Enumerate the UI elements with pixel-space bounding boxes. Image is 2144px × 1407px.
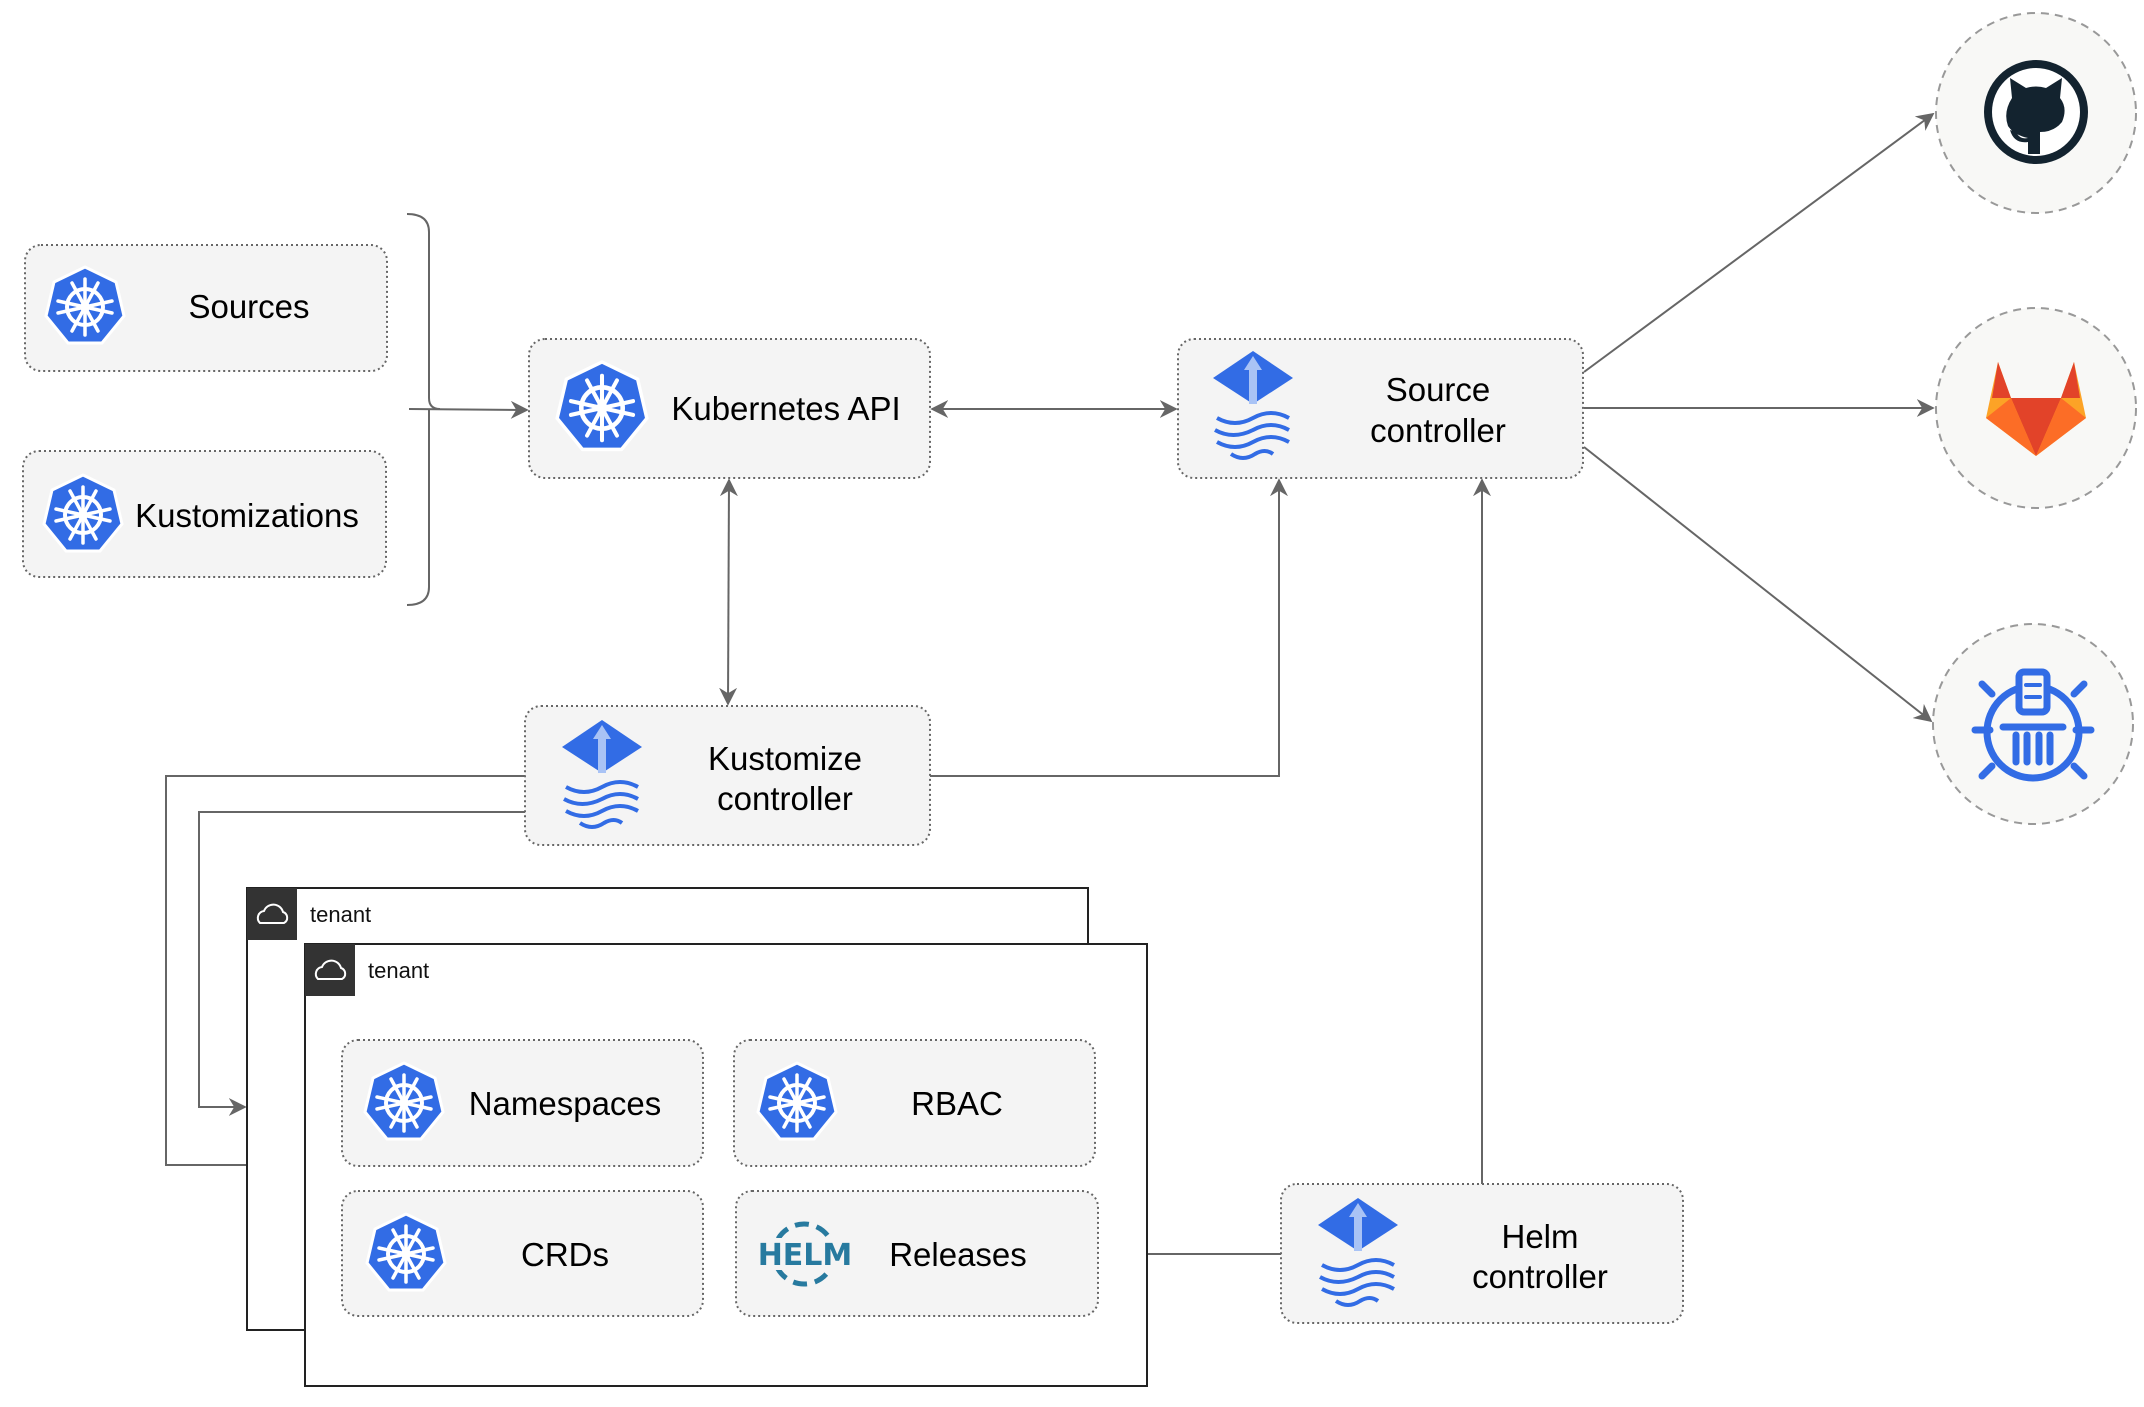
github-icon	[1984, 60, 2088, 164]
edge-k8s-api-kustomize-controller	[719, 478, 738, 706]
bucket-icon	[1971, 668, 2095, 782]
edge-kustomize-to-source	[930, 478, 1288, 777]
github-endpoint[interactable]	[1935, 12, 2137, 214]
kubernetes-api-label: Kubernetes API	[671, 390, 900, 427]
node-kubernetes-api[interactable]: Kubernetes API	[528, 338, 931, 479]
node-helm-controller[interactable]: Helm controller	[1280, 1183, 1684, 1324]
cloud-icon	[256, 903, 289, 924]
node-namespaces[interactable]: Namespaces	[341, 1039, 704, 1167]
kustomize-controller-label-1: Kustomize	[708, 740, 862, 777]
edge-kustomize-to-tenant-front	[165, 775, 525, 1174]
node-sources[interactable]: Sources	[24, 244, 388, 372]
cloud-icon	[314, 959, 347, 980]
edge-kustomize-to-tenant-back	[198, 811, 525, 1116]
edge-source-to-github	[1583, 112, 1935, 373]
node-crds[interactable]: CRDs	[341, 1190, 704, 1317]
namespaces-label: Namespaces	[469, 1085, 662, 1122]
releases-label: Releases	[889, 1236, 1027, 1273]
kustomize-controller-label-2: controller	[717, 780, 853, 817]
bucket-endpoint[interactable]	[1932, 623, 2134, 825]
tenant-label: tenant	[368, 958, 429, 983]
edge-bracket-to-k8s-api	[408, 400, 529, 419]
gitlab-icon	[1986, 362, 2086, 456]
rbac-label: RBAC	[911, 1085, 1003, 1122]
node-kustomize-controller[interactable]: Kustomize controller	[524, 705, 931, 846]
gitlab-endpoint[interactable]	[1935, 307, 2137, 509]
helm-logo-text: HELM	[758, 1238, 853, 1273]
node-kustomizations[interactable]: Kustomizations	[22, 450, 387, 578]
helm-controller-label-2: controller	[1472, 1258, 1608, 1295]
helm-icon: HELM	[758, 1221, 853, 1287]
sources-label: Sources	[188, 288, 309, 325]
node-releases[interactable]: HELM Releases	[735, 1190, 1099, 1317]
source-controller-label-1: Source	[1386, 371, 1491, 408]
crds-label: CRDs	[521, 1236, 609, 1273]
node-rbac[interactable]: RBAC	[733, 1039, 1096, 1167]
kustomizations-label: Kustomizations	[135, 497, 359, 534]
source-controller-label-2: controller	[1370, 412, 1506, 449]
helm-controller-label-1: Helm	[1501, 1218, 1578, 1255]
node-source-controller[interactable]: Source controller	[1177, 338, 1584, 479]
grouping-bracket	[406, 213, 441, 606]
tenant-label: tenant	[310, 902, 371, 927]
edge-source-to-bucket	[1583, 446, 1933, 723]
